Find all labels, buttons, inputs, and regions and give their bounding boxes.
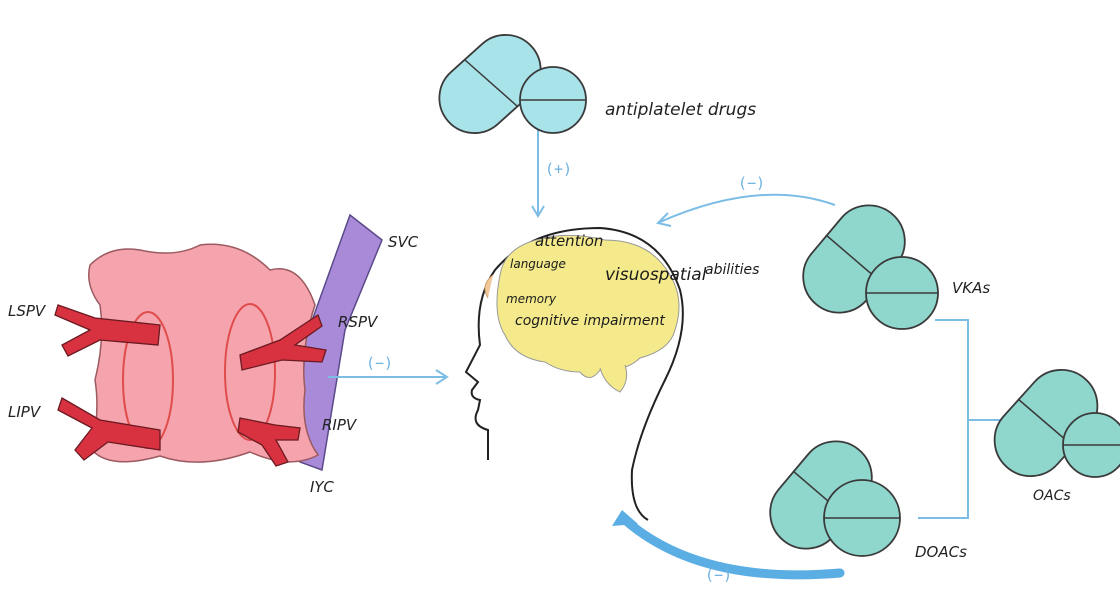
lipv-label: LIPV (8, 403, 40, 421)
oacs-pills (980, 355, 1120, 491)
lspv-label: LSPV (8, 302, 45, 320)
brain-word-attention: attention (535, 232, 603, 250)
doacs-sign: (−) (705, 566, 732, 584)
oacs-bracket (918, 320, 1005, 518)
svc-label: SVC (388, 233, 418, 251)
vkas-label: VKAs (952, 279, 990, 297)
ivc-label: IYC (310, 478, 334, 496)
doacs-label: DOACs (915, 543, 967, 561)
vkas-arrow (660, 195, 835, 222)
antiplatelet-sign: (+) (545, 160, 572, 178)
heart-arrow-sign: (−) (366, 354, 393, 372)
rspv-label: RSPV (338, 313, 377, 331)
brain-word-abilities: abilities (705, 262, 759, 278)
vkas-pills (788, 191, 938, 329)
doacs-pills (755, 427, 900, 564)
antiplatelet-label: antiplatelet drugs (605, 100, 756, 120)
brain-word-memory: memory (506, 292, 556, 306)
brain-word-language: language (510, 257, 566, 271)
brain-word-cognitive-impairment: cognitive impairment (515, 313, 665, 329)
oacs-label: OACs (1033, 488, 1071, 504)
vkas-sign: (−) (738, 174, 765, 192)
ripv-label: RIPV (322, 416, 356, 434)
antiplatelet-pills (425, 21, 586, 148)
brain-word-visuospatial: visuospatial (605, 265, 706, 285)
